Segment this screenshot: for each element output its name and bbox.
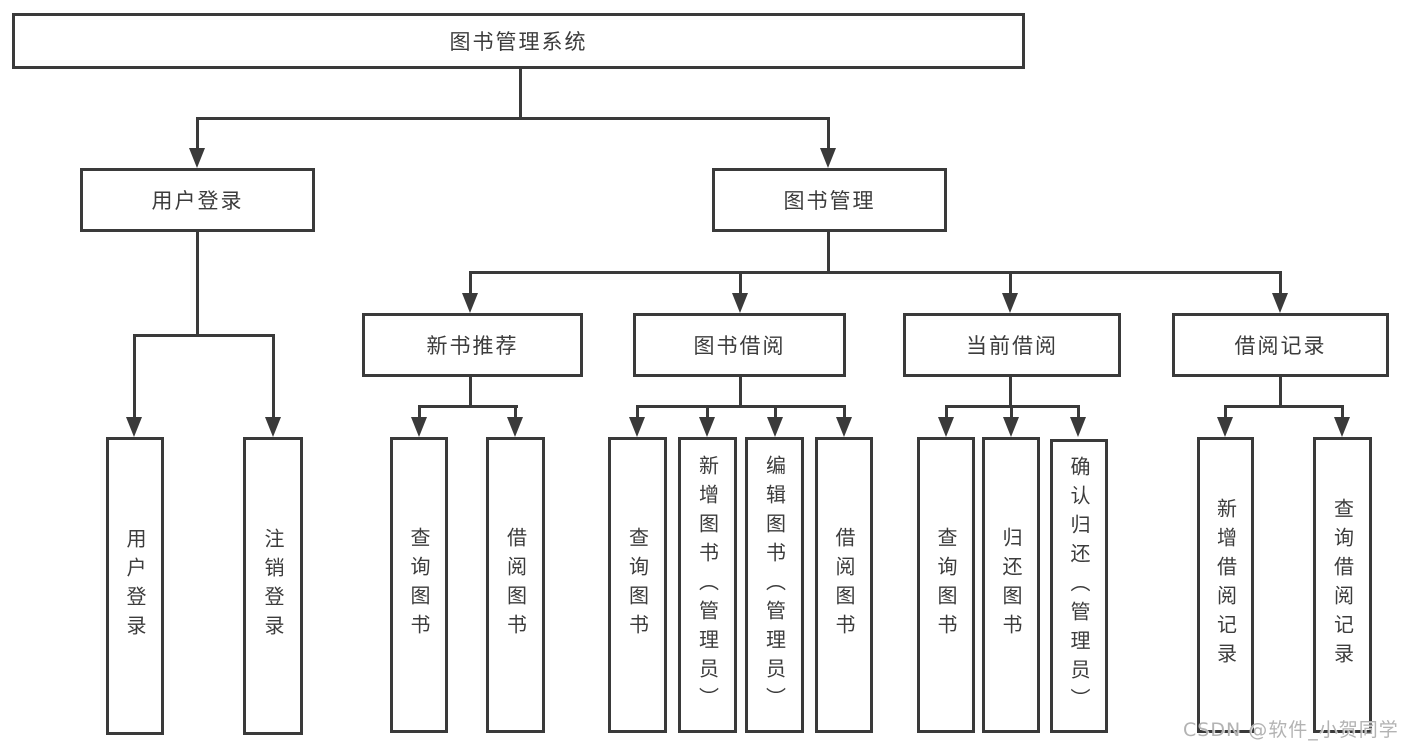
arrowhead-nbr-borrow (507, 417, 523, 437)
node-book-borrowing-label: 图书借阅 (693, 334, 786, 358)
connector-cb-return (1010, 405, 1013, 419)
node-borrow-records: 借阅记录 (1172, 313, 1389, 377)
arrowhead-leaf-user-login (126, 417, 142, 437)
arrowhead-br-add (1217, 417, 1233, 437)
connector-bb-edit (774, 405, 777, 419)
arrowhead-bb-add (699, 417, 715, 437)
connector-bb-query (636, 405, 639, 419)
leaf-bb-add-book-admin-label: 新增图书（管理员） (695, 454, 720, 716)
leaf-logout-label: 注销登录 (261, 528, 285, 644)
connector-to-book-mgmt (827, 117, 830, 151)
node-user-login: 用户登录 (80, 168, 315, 232)
leaf-user-login-label: 用户登录 (123, 528, 147, 644)
csdn-watermark: CSDN @软件_小贺同学 (1183, 719, 1399, 741)
leaf-cb-confirm-return-admin: 确认归还（管理员） (1050, 439, 1108, 733)
leaf-cb-return-book-label: 归还图书 (999, 527, 1023, 643)
connector-borrow-records-stem (1279, 377, 1282, 407)
leaf-cb-confirm-return-admin-label: 确认归还（管理员） (1067, 455, 1091, 717)
leaf-bb-edit-book-admin-label: 编辑图书（管理员） (762, 454, 787, 716)
leaf-bb-query-books-label: 查询图书 (625, 527, 650, 643)
connector-nbr-borrow (514, 405, 517, 419)
arrowhead-bb-edit (767, 417, 783, 437)
connector-root-rail (196, 117, 830, 120)
leaf-nbr-borrow-books: 借阅图书 (486, 437, 545, 733)
node-new-book-recommend: 新书推荐 (362, 313, 583, 377)
node-library-system-label: 图书管理系统 (449, 30, 588, 54)
connector-to-user-login (196, 117, 199, 151)
leaf-nbr-query-books-label: 查询图书 (407, 527, 431, 643)
node-new-book-recommend-label: 新书推荐 (426, 334, 519, 358)
node-user-login-label: 用户登录 (151, 189, 244, 213)
leaf-cb-return-book: 归还图书 (982, 437, 1040, 733)
leaf-bb-borrow-books-label: 借阅图书 (832, 527, 856, 643)
connector-to-leaf-logout (272, 334, 275, 418)
leaf-logout: 注销登录 (243, 437, 303, 735)
arrowhead-nbr-query (411, 417, 427, 437)
connector-borrow-records-rail (1224, 405, 1343, 408)
connector-user-login-stem (196, 232, 199, 336)
arrowhead-current-borrow (1002, 293, 1018, 313)
connector-bb-borrow (843, 405, 846, 419)
arrowhead-new-book (462, 293, 478, 313)
arrowhead-bb-borrow (836, 417, 852, 437)
arrowhead-leaf-logout (265, 417, 281, 437)
leaf-cb-query-books-label: 查询图书 (934, 527, 958, 643)
leaf-br-add-record-label: 新增借阅记录 (1213, 498, 1238, 672)
leaf-br-query-record-label: 查询借阅记录 (1330, 498, 1355, 672)
connector-cb-confirm (1077, 405, 1080, 419)
node-book-management: 图书管理 (712, 168, 947, 232)
connector-new-book-rail (418, 405, 518, 408)
connector-book-borrow-rail (636, 405, 845, 408)
connector-bb-add (706, 405, 709, 419)
connector-root-stem (519, 69, 522, 119)
connector-nbr-query (418, 405, 421, 419)
connector-to-leaf-user-login (133, 334, 136, 418)
arrowhead-book-borrow (732, 293, 748, 313)
arrowhead-cb-confirm (1070, 417, 1086, 437)
leaf-bb-add-book-admin: 新增图书（管理员） (678, 437, 737, 733)
node-current-borrowing: 当前借阅 (903, 313, 1121, 377)
leaf-bb-edit-book-admin: 编辑图书（管理员） (745, 437, 804, 733)
connector-new-book-stem (469, 377, 472, 407)
node-library-system: 图书管理系统 (12, 13, 1025, 69)
node-borrow-records-label: 借阅记录 (1234, 334, 1327, 358)
leaf-br-add-record: 新增借阅记录 (1197, 437, 1254, 733)
leaf-br-query-record: 查询借阅记录 (1313, 437, 1372, 733)
connector-br-query (1341, 405, 1344, 419)
arrowhead-borrow-records (1272, 293, 1288, 313)
leaf-nbr-borrow-books-label: 借阅图书 (503, 527, 528, 643)
arrowhead-cb-query (938, 417, 954, 437)
arrowhead-user-login (189, 148, 205, 168)
leaf-user-login: 用户登录 (106, 437, 164, 735)
leaf-cb-query-books: 查询图书 (917, 437, 975, 733)
node-book-management-label: 图书管理 (783, 189, 876, 213)
node-current-borrowing-label: 当前借阅 (966, 334, 1058, 358)
arrowhead-bb-query (629, 417, 645, 437)
arrowhead-br-query (1334, 417, 1350, 437)
node-book-borrowing: 图书借阅 (633, 313, 846, 377)
leaf-bb-query-books: 查询图书 (608, 437, 667, 733)
connector-to-book-borrow (739, 271, 742, 295)
connector-user-login-rail (133, 334, 275, 337)
arrowhead-book-mgmt (820, 148, 836, 168)
connector-cb-query (945, 405, 948, 419)
leaf-nbr-query-books: 查询图书 (390, 437, 448, 733)
connector-br-add (1224, 405, 1227, 419)
connector-to-current-borrow (1009, 271, 1012, 295)
connector-book-mgmt-rail (469, 271, 1282, 274)
leaf-bb-borrow-books: 借阅图书 (815, 437, 873, 733)
connector-book-mgmt-stem (827, 232, 830, 273)
connector-to-borrow-records (1279, 271, 1282, 295)
connector-current-borrow-stem (1009, 377, 1012, 407)
connector-to-new-book (469, 271, 472, 295)
connector-book-borrow-stem (739, 377, 742, 407)
arrowhead-cb-return (1003, 417, 1019, 437)
